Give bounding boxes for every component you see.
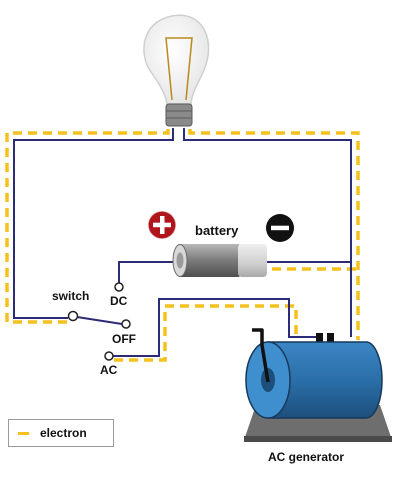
generator-label: AC generator xyxy=(268,450,344,464)
wire-ac-to-generator xyxy=(113,298,318,357)
dc-terminal xyxy=(114,282,124,292)
switch-pivot xyxy=(67,310,79,322)
dc-label: DC xyxy=(110,294,128,308)
battery-cap xyxy=(238,244,267,277)
positive-terminal-icon xyxy=(147,210,177,240)
battery-body xyxy=(178,244,240,277)
bulb-base xyxy=(165,103,193,127)
bulb-glass xyxy=(143,14,210,105)
generator-terminal-left xyxy=(316,333,323,342)
generator-terminal-right xyxy=(327,333,334,342)
bulb-filament xyxy=(165,37,193,101)
electron-path-left xyxy=(5,129,170,324)
wire-bulb-right xyxy=(183,128,352,337)
circuit-wires xyxy=(13,128,352,357)
legend-label: electron xyxy=(40,426,87,440)
electron-path-right xyxy=(188,129,360,340)
switch-terminals xyxy=(67,282,131,361)
negative-terminal-icon xyxy=(266,214,294,242)
legend: electron xyxy=(8,419,114,447)
off-terminal xyxy=(121,319,131,329)
electron-legend-icon xyxy=(18,432,29,435)
wire-battery-left xyxy=(118,261,178,283)
battery xyxy=(172,244,267,277)
battery-label: battery xyxy=(195,223,239,238)
ac-generator xyxy=(244,328,392,442)
wire-bulb-left xyxy=(13,128,174,319)
electron-path-ac xyxy=(114,304,298,362)
generator-body xyxy=(267,341,383,419)
off-label: OFF xyxy=(112,332,136,346)
wire-switch-lever xyxy=(76,316,123,325)
ac-terminal xyxy=(104,351,114,361)
generator-crank-icon xyxy=(252,328,270,383)
ac-label: AC xyxy=(100,363,118,377)
switch-label: switch xyxy=(52,289,89,303)
light-bulb xyxy=(143,14,210,127)
